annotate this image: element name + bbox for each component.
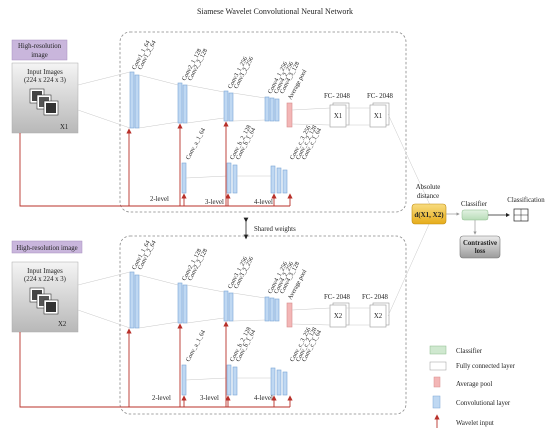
bottom-input-image-thumbnail — [29, 287, 59, 315]
bottom-input-line1: Input Images — [27, 268, 63, 275]
bottom-conv1-1 — [129, 271, 135, 329]
legend-pool-label: Average pool — [456, 381, 492, 388]
bottom-conv-a — [181, 364, 187, 396]
bottom-conv-c-2 — [276, 369, 282, 396]
top-conv-a-label: Conv_a_1_64 — [185, 127, 207, 161]
top-conv4-1 — [264, 96, 270, 122]
bottom-level-4: 4-level — [254, 395, 273, 402]
top-conv4-2 — [269, 97, 275, 122]
top-conv-b-1 — [232, 164, 238, 194]
bottom-fc2-out: X2 — [374, 313, 383, 320]
bottom-fc1-out: X2 — [334, 313, 343, 320]
legend-fc-label: Fully connected layer — [456, 363, 516, 370]
diagram-title: Siamese Wavelet Convolutional Neural Net… — [197, 7, 353, 16]
classifier-box — [461, 209, 489, 221]
top-fc2-out: X1 — [374, 113, 382, 120]
legend-conv-swatch — [432, 395, 441, 409]
top-input-line2: (224 x 224 x 3) — [24, 77, 66, 84]
legend-conv-label: Convolutional layer — [456, 400, 511, 407]
top-input-image-thumbnail — [29, 88, 59, 116]
shared-weights-label: Shared weights — [254, 226, 296, 233]
top-conv1-1 — [129, 71, 135, 129]
distance-and-classification: Absolute distance d(X1, X2) Classifier C… — [387, 113, 545, 317]
top-conv-c-1 — [282, 169, 288, 194]
top-wavelet-input-arrows — [19, 121, 293, 207]
bottom-conv-c-3 — [270, 367, 276, 396]
legend-fc-swatch — [429, 361, 447, 371]
bottom-conv4-3 — [274, 298, 280, 322]
bottom-conv4-1 — [264, 296, 270, 322]
top-conv-a — [181, 162, 187, 194]
top-hr-label-line1: High-resolution — [18, 43, 62, 50]
bottom-conv4-2 — [269, 297, 275, 322]
legend-classifier-swatch — [429, 345, 447, 355]
top-conv4-3 — [274, 98, 280, 122]
contrastive-loss-line1: Contrastive — [463, 240, 497, 247]
top-input-line1: Input Images — [27, 69, 63, 76]
bottom-conv-b-2 — [226, 364, 232, 396]
top-hr-label-line2: image — [31, 52, 48, 59]
legend-classifier-label: Classifier — [456, 348, 483, 355]
top-input-id: X1 — [60, 124, 68, 131]
contrastive-loss-box — [459, 235, 501, 259]
contrastive-loss-line2: loss — [475, 248, 486, 255]
distance-formula: d(X1, X2) — [414, 211, 444, 219]
top-fc1-front — [329, 104, 347, 128]
bottom-conv3-1 — [223, 290, 229, 322]
top-level-4: 4-level — [254, 199, 273, 206]
bottom-conv-a-label: Conv_a_1_64 — [185, 329, 207, 363]
legend-wavelet-label: Wavelet input — [456, 420, 494, 427]
top-branch-frame — [119, 31, 407, 213]
branch-top: High-resolution image Input Images (224 … — [11, 31, 407, 213]
bottom-input-line2: (224 x 224 x 3) — [24, 276, 66, 283]
branch-bottom: High-resolution image Input Images (224 … — [11, 235, 407, 415]
bottom-level-3: 3-level — [200, 395, 219, 402]
bottom-fc2-front — [369, 304, 387, 328]
top-conv2-1 — [177, 82, 183, 124]
bottom-fc1-front — [329, 304, 347, 328]
bottom-branch-frame — [119, 235, 407, 415]
top-conv2-2 — [182, 84, 188, 124]
bottom-hr-label: High-resolution image — [16, 245, 77, 252]
classification-grid-icon — [513, 208, 529, 222]
bottom-hr-label-box — [11, 240, 83, 254]
bottom-level-2: 2-level — [152, 395, 171, 402]
bottom-wavelet-input-arrows — [19, 321, 293, 408]
bottom-conv2-2 — [182, 284, 188, 324]
distance-label-line1: Absolute — [416, 184, 441, 191]
top-hr-label-box — [11, 39, 68, 61]
top-conv1-2 — [134, 74, 140, 129]
bottom-conv2-1 — [177, 282, 183, 324]
top-conv-b-2 — [226, 162, 232, 194]
top-conv-c-3 — [270, 165, 276, 194]
bottom-conv-c-1 — [282, 371, 288, 396]
top-fc2-label: FC- 2048 — [367, 93, 393, 100]
top-fc1-out: X1 — [334, 113, 342, 120]
top-conv3-2 — [228, 92, 234, 122]
top-conv3-1 — [223, 90, 229, 122]
bottom-conv1-2 — [134, 274, 140, 329]
top-average-pool — [286, 102, 293, 128]
bottom-fc2-label: FC- 2048 — [362, 294, 388, 301]
distance-label-line2: distance — [417, 193, 439, 200]
top-level-2: 2-level — [150, 196, 169, 203]
classification-label: Classification — [507, 197, 545, 204]
top-fc1-label: FC- 2048 — [324, 93, 350, 100]
top-conv-c-2 — [276, 167, 282, 194]
legend-pool-swatch — [433, 376, 441, 388]
top-fc2-front — [369, 104, 387, 128]
legend: Classifier Fully connected layer Average… — [429, 345, 516, 428]
bottom-conv3-2 — [228, 292, 234, 322]
classifier-label: Classifier — [461, 201, 488, 208]
bottom-conv-b-1 — [232, 366, 238, 396]
bottom-fc1-label: FC- 2048 — [324, 294, 350, 301]
bottom-average-pool — [286, 302, 293, 328]
top-level-3: 3-level — [205, 199, 224, 206]
bottom-input-id: X2 — [58, 321, 67, 328]
